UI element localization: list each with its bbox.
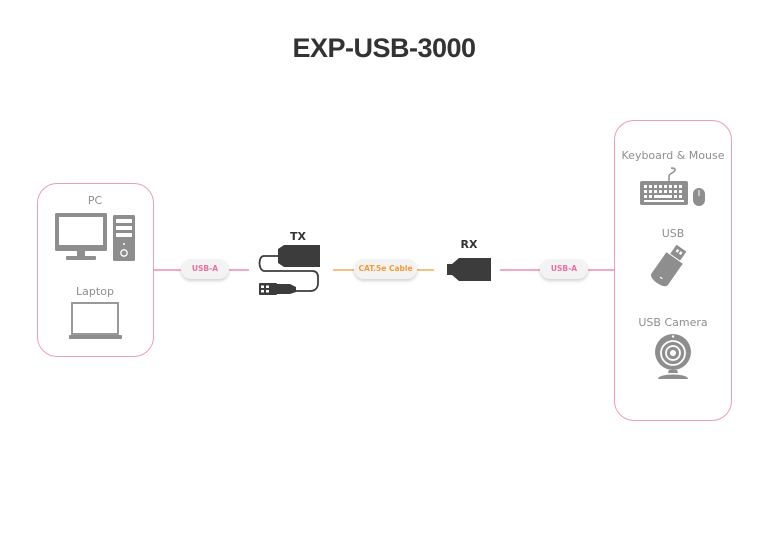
cat5e-cable-connection-label: CAT.5e Cable (354, 259, 417, 279)
usb-receiver-icon (447, 258, 491, 281)
keyboard-mouse-icon (640, 167, 705, 206)
desktop-pc-icon (55, 213, 135, 261)
keyboard-mouse-label: Keyboard & Mouse (621, 149, 725, 162)
usb-a-connection-label-2: USB-A (540, 259, 588, 279)
usb-a-link-line-right (229, 269, 249, 271)
cat5e-link-line-left (333, 269, 354, 271)
tx-label: TX (290, 230, 306, 243)
usb-label: USB (661, 227, 685, 240)
usb-a-link-line-left-2 (500, 269, 540, 271)
usb-a-link-line-right-2 (588, 269, 614, 271)
diagram-title: EXP-USB-3000 (292, 33, 476, 63)
usb-transmitter-icon (258, 245, 320, 295)
pc-label: PC (87, 194, 103, 207)
cat5e-link-line-right (417, 269, 434, 271)
usb-flash-drive-icon (651, 244, 687, 287)
usb-a-connection-label: USB-A (181, 259, 229, 279)
usb-camera-label: USB Camera (638, 316, 708, 329)
laptop-icon (69, 302, 122, 339)
source-group-box (37, 183, 154, 357)
rx-label: RX (460, 238, 478, 251)
usb-a-link-line-left (154, 269, 181, 271)
laptop-label: Laptop (76, 285, 114, 298)
webcam-icon (655, 334, 691, 379)
